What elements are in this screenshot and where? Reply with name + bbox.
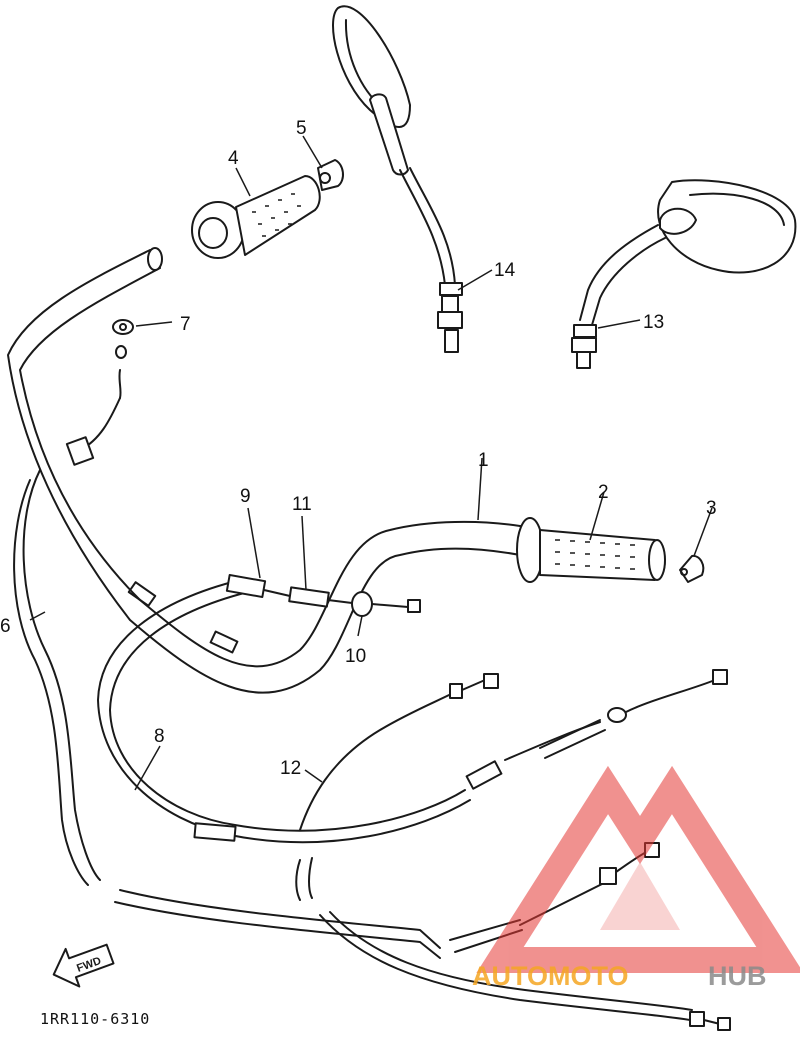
callout-9: 9	[240, 486, 251, 507]
callout-5: 5	[296, 118, 307, 139]
left-grip	[191, 175, 321, 259]
cable-fitting	[65, 319, 134, 466]
callout-7: 7	[180, 314, 191, 335]
callout-6: 6	[0, 616, 11, 637]
watermark-text: AUTOMOTO HUB	[472, 961, 767, 991]
leader-lines	[29, 135, 713, 791]
cable-6	[13, 469, 441, 959]
adjuster-assembly	[225, 573, 421, 617]
callout-3: 3	[706, 498, 717, 519]
grip-end-cap	[679, 554, 705, 583]
callout-12: 12	[280, 758, 301, 779]
right-grip	[516, 517, 666, 583]
callout-14: 14	[494, 260, 516, 281]
left-grip-end	[317, 159, 344, 191]
callout-8: 8	[154, 726, 165, 747]
callout-10: 10	[345, 646, 366, 667]
watermark-text-right: HUB	[708, 961, 767, 991]
callout-1: 1	[478, 450, 489, 471]
callouts: 1 2 3 4 5 6 7 8 9 10 11 12 13 14	[0, 118, 717, 779]
watermark-text-left: AUTOMOTO	[472, 961, 629, 991]
cable-12	[295, 673, 499, 901]
callout-13: 13	[643, 312, 664, 333]
cable-8	[97, 579, 728, 844]
left-mirror	[332, 5, 463, 353]
callout-4: 4	[228, 148, 239, 169]
part-number: 1RR110-6310	[40, 1010, 150, 1028]
right-mirror	[571, 179, 797, 369]
fwd-arrow: FWD	[52, 943, 115, 988]
watermark-logo	[476, 765, 800, 973]
callout-11: 11	[292, 494, 312, 515]
callout-2: 2	[598, 482, 609, 503]
